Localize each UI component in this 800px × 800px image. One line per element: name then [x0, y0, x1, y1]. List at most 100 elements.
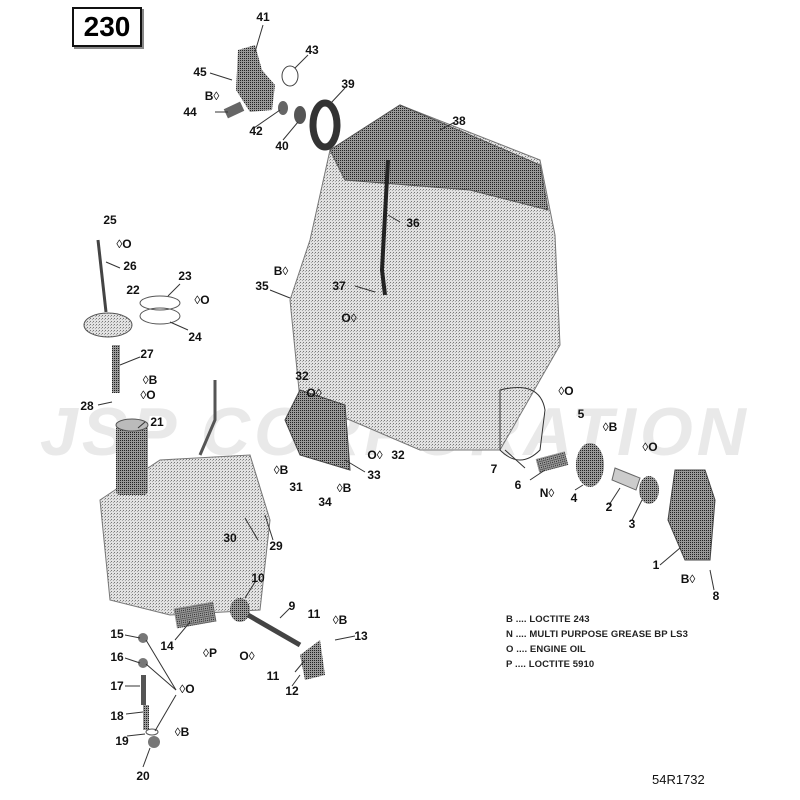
product-mark-31: ◊B: [273, 463, 289, 477]
callout-27[interactable]: 27: [140, 347, 154, 361]
drop-icon: ◊: [273, 463, 280, 477]
product-mark-27: ◊B: [142, 373, 158, 387]
callout-29[interactable]: 29: [269, 539, 283, 553]
drop-icon: ◊: [194, 293, 201, 307]
product-mark-35: B◊: [273, 264, 289, 278]
callout-28[interactable]: 28: [80, 399, 94, 413]
product-mark-34: ◊B: [336, 481, 352, 495]
washer-42: [278, 101, 288, 115]
legend-item-n: N .... MULTI PURPOSE GREASE BP LS3: [506, 629, 688, 640]
drop-icon: ◊: [315, 386, 322, 400]
callout-31[interactable]: 31: [289, 480, 303, 494]
product-mark-6: N◊: [539, 486, 555, 500]
drop-icon: ◊: [376, 448, 383, 462]
callout-43[interactable]: 43: [305, 43, 319, 57]
callout-32-upper[interactable]: 32: [295, 369, 309, 383]
callout-41[interactable]: 41: [256, 10, 270, 24]
spring-18: [143, 705, 149, 730]
drop-icon: ◊: [203, 646, 209, 660]
callout-38[interactable]: 38: [452, 114, 466, 128]
drop-icon: ◊: [174, 725, 181, 739]
product-mark-37: O◊: [341, 311, 357, 325]
product-mark-26: ◊O: [116, 237, 132, 251]
callout-23[interactable]: 23: [178, 269, 192, 283]
callout-5[interactable]: 5: [577, 407, 585, 421]
callout-2[interactable]: 2: [605, 500, 613, 514]
callout-20[interactable]: 20: [136, 769, 150, 783]
callout-18[interactable]: 18: [110, 709, 124, 723]
callout-45[interactable]: 45: [193, 65, 207, 79]
drop-icon: ◊: [548, 486, 555, 500]
bolt-25: [96, 239, 108, 313]
callout-13[interactable]: 13: [354, 629, 368, 643]
shaft-9: [246, 612, 302, 648]
callout-32-lower[interactable]: 32: [391, 448, 405, 462]
cover-22: [83, 312, 133, 338]
callout-34[interactable]: 34: [318, 495, 332, 509]
drop-icon: ◊: [142, 373, 149, 387]
callout-17[interactable]: 17: [110, 679, 124, 693]
o-ring-23: [139, 295, 181, 311]
callout-4[interactable]: 4: [570, 491, 578, 505]
dipstick-tube-36: [379, 159, 390, 296]
product-mark-15: ◊O: [179, 682, 195, 696]
callout-3[interactable]: 3: [628, 517, 636, 531]
product-mark-32-upper: O◊: [306, 386, 322, 400]
callout-16[interactable]: 16: [110, 650, 124, 664]
drop-icon: ◊: [282, 264, 289, 278]
callout-26[interactable]: 26: [123, 259, 137, 273]
diagram-number: 230: [72, 7, 142, 47]
callout-7[interactable]: 7: [490, 462, 498, 476]
drop-icon: ◊: [248, 649, 255, 663]
drop-icon: ◊: [336, 481, 343, 495]
screen-6: [535, 451, 569, 473]
product-mark-45: B◊: [204, 89, 220, 103]
callout-42[interactable]: 42: [249, 124, 263, 138]
callout-12[interactable]: 12: [285, 684, 299, 698]
callout-6[interactable]: 6: [514, 478, 522, 492]
callout-30[interactable]: 30: [223, 531, 237, 545]
callout-14[interactable]: 14: [160, 639, 174, 653]
screen-14: [173, 601, 217, 629]
callout-25[interactable]: 25: [103, 213, 117, 227]
callout-37[interactable]: 37: [332, 279, 346, 293]
legend-item-o: O .... ENGINE OIL: [506, 644, 586, 655]
product-mark-20: ◊B: [174, 725, 190, 739]
oil-cooler-33: [284, 389, 351, 471]
callout-11-lower[interactable]: 11: [266, 669, 280, 683]
callout-39[interactable]: 39: [341, 77, 355, 91]
callout-1[interactable]: 1: [652, 558, 660, 572]
callout-9[interactable]: 9: [288, 599, 296, 613]
product-mark-23: ◊O: [194, 293, 210, 307]
seal-39: [309, 99, 341, 151]
plug-20: [148, 736, 160, 748]
seal-40: [294, 106, 306, 124]
rotor-3: [639, 476, 659, 504]
callout-10[interactable]: 10: [251, 571, 265, 585]
shaft-2: [611, 467, 641, 491]
sensor-cable: [198, 380, 217, 456]
callout-19[interactable]: 19: [115, 734, 129, 748]
callout-11-upper[interactable]: 11: [307, 607, 321, 621]
product-mark-8: B◊: [680, 572, 696, 586]
oil-filter-21: [116, 425, 148, 495]
callout-22[interactable]: 22: [126, 283, 140, 297]
drop-icon: ◊: [140, 388, 147, 402]
callout-33[interactable]: 33: [367, 468, 381, 482]
product-mark-32-lower: O◊: [367, 448, 383, 462]
callout-24[interactable]: 24: [188, 330, 202, 344]
callout-8[interactable]: 8: [712, 589, 720, 603]
oil-pump-gear-4: [576, 443, 604, 487]
drop-icon: ◊: [213, 89, 220, 103]
callout-40[interactable]: 40: [275, 139, 289, 153]
callout-35[interactable]: 35: [255, 279, 269, 293]
product-mark-21: ◊O: [140, 388, 156, 402]
valve-cover-38: [329, 104, 549, 211]
callout-15[interactable]: 15: [110, 627, 124, 641]
fitting-44: [223, 101, 245, 119]
callout-44[interactable]: 44: [183, 105, 197, 119]
callout-21[interactable]: 21: [150, 415, 164, 429]
callout-36[interactable]: 36: [406, 216, 420, 230]
